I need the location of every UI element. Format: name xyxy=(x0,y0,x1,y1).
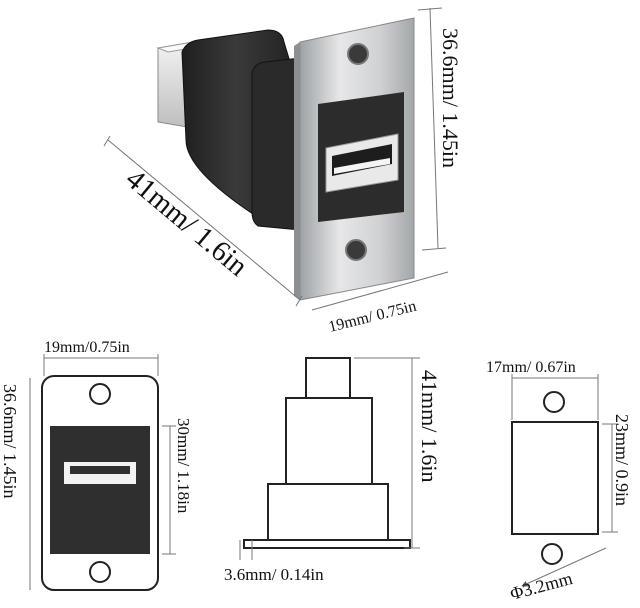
height-label: 36.6mm/ 1.45in xyxy=(438,28,463,168)
front-inner-label: 30mm/ 1.18in xyxy=(174,418,193,514)
side-view: 41mm/ 1.6in 3.6mm/ 0.14in xyxy=(224,357,442,584)
front-bottom-hole xyxy=(89,561,111,583)
adapter-body xyxy=(181,29,301,231)
side-length-label: 41mm/ 1.6in xyxy=(417,370,442,482)
side-lower-body xyxy=(267,483,389,541)
panel-cutout-view: 17mm/ 0.67in 23mm/ 0.9in Φ3.2mm xyxy=(486,359,632,604)
panel-height-label: 23mm/ 0.9in xyxy=(612,414,632,506)
panel-bottom-hole xyxy=(541,543,563,565)
length-dimension-line xyxy=(107,139,301,301)
front-view: 19mm/0.75in 36.6mm/ 1.45in 30mm/ 1.18in xyxy=(0,339,193,591)
front-height-label: 36.6mm/ 1.45in xyxy=(0,384,20,499)
front-black-panel xyxy=(50,426,150,554)
panel-top-hole xyxy=(543,391,565,413)
bottom-mount-hole xyxy=(345,239,367,261)
side-flange-label: 3.6mm/ 0.14in xyxy=(224,565,324,584)
usb-port xyxy=(325,133,399,193)
top-mount-hole xyxy=(347,43,369,65)
panel-width-label: 17mm/ 0.67in xyxy=(486,359,576,376)
width-dimension-line xyxy=(311,271,449,311)
height-dimension-line xyxy=(429,7,439,249)
side-plug xyxy=(305,357,351,399)
front-width-label: 19mm/0.75in xyxy=(44,339,130,356)
panel-cutout xyxy=(511,421,599,535)
side-upper-body xyxy=(285,397,373,485)
mounting-plate xyxy=(294,17,415,301)
side-flange xyxy=(243,539,411,549)
front-top-hole xyxy=(89,383,111,405)
hole-diameter-label: Φ3.2mm xyxy=(508,568,575,604)
width-label: 19mm/ 0.75in xyxy=(327,298,418,336)
product-photo: 41mm/ 1.6in 36.6mm/ 1.45in 19mm/ 0.75in xyxy=(103,7,463,336)
